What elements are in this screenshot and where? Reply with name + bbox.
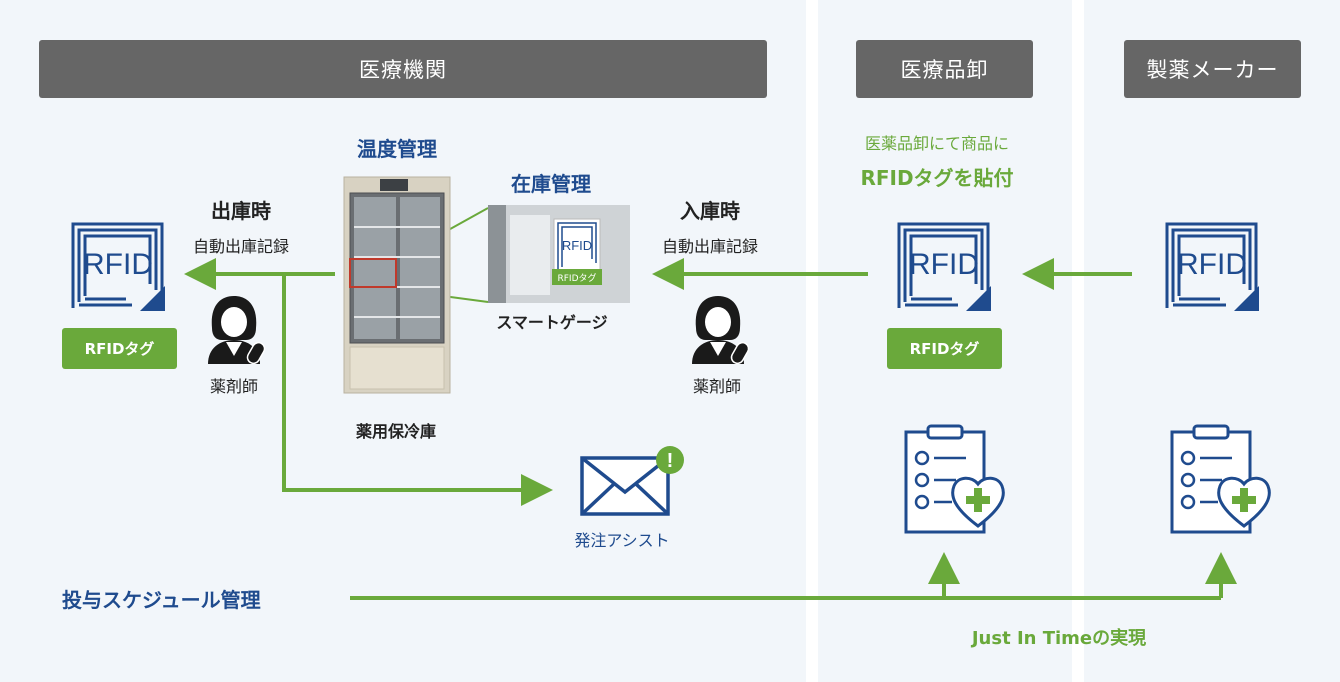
label-receiving-title: 入庫時 [680, 199, 740, 223]
fridge-illustration [343, 176, 451, 394]
mini-badge-text: RFIDタグ [557, 272, 596, 284]
rfid-text: RFID [1177, 248, 1247, 281]
label-smart-gauge: スマートゲージ [496, 313, 608, 332]
header-medical: 医療機関 [39, 40, 767, 98]
label-order-assist: 発注アシスト [574, 531, 670, 550]
rfid-text: RFID [909, 248, 979, 281]
rfid-text: RFID [83, 248, 153, 281]
rfid-tag-icon-left: RFID [71, 222, 165, 311]
rfid-tag-badge-wholesale: RFIDタグ [887, 328, 1002, 369]
header-wholesale: 医療品卸 [856, 40, 1033, 98]
clipboard-medical-icon-wholesale [904, 424, 1005, 534]
label-pharmacist-left: 薬剤師 [209, 377, 259, 396]
pharmacist-icon-left [208, 296, 266, 365]
rfid-mini-text: RFID [562, 238, 592, 253]
rfid-tag-icon-maker: RFID [1165, 222, 1259, 311]
label-jit: Just In Timeの実現 [971, 628, 1147, 649]
label-schedule: 投与スケジュール管理 [62, 588, 261, 612]
rfid-tag-icon-wholesale: RFID [897, 222, 991, 311]
alert-mark: ! [667, 450, 674, 472]
header-maker: 製薬メーカー [1124, 40, 1301, 98]
smart-gauge-zoom: RFID RFIDタグ [488, 205, 630, 303]
label-temperature: 温度管理 [357, 137, 437, 161]
label-fridge: 薬用保冷庫 [355, 422, 437, 441]
rfid-tag-badge-left: RFIDタグ [62, 328, 177, 369]
label-receiving-sub: 自動出庫記録 [661, 237, 759, 256]
label-wholesale-line2: RFIDタグを貼付 [860, 166, 1014, 190]
pharmacist-icon-right [692, 296, 750, 365]
arrow-order-assist [282, 274, 553, 506]
mail-alert-icon: ! [580, 446, 684, 516]
label-shipping-sub: 自動出庫記録 [192, 237, 290, 256]
label-shipping-title: 出庫時 [211, 199, 271, 223]
label-wholesale-line1: 医薬品卸にて商品に [864, 134, 1010, 153]
clipboard-medical-icon-maker [1170, 424, 1271, 534]
label-inventory: 在庫管理 [511, 172, 591, 196]
label-pharmacist-right: 薬剤師 [692, 377, 742, 396]
